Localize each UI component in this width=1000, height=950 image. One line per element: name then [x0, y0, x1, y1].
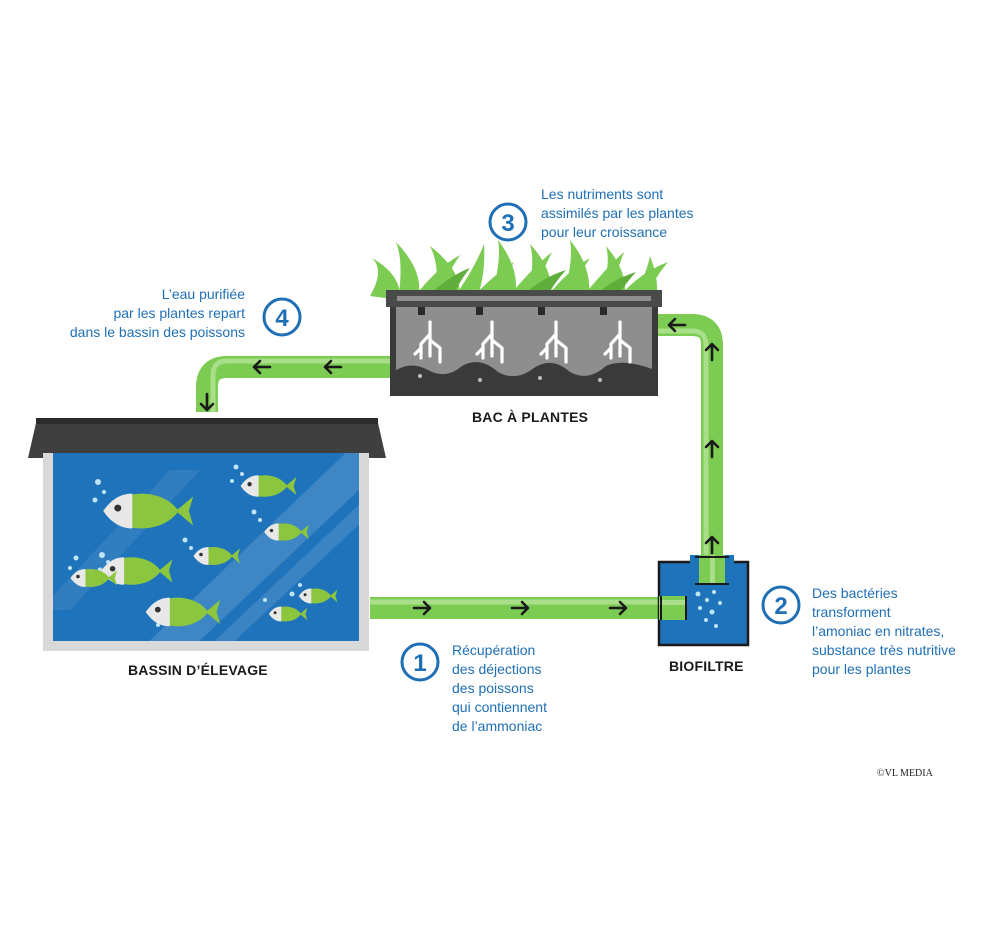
flow-arrows: [199, 317, 720, 616]
arrow-right-icon: [510, 600, 530, 616]
arrow-right-icon: [608, 600, 628, 616]
pipe-plants-to-tank: [196, 356, 390, 412]
bubbles: [68, 464, 302, 627]
step-4-description: L’eau purifiée par les plantes repart da…: [69, 286, 245, 340]
arrow-up-icon: [704, 342, 720, 362]
arrow-left-icon: [667, 317, 687, 333]
step-3-number: 3: [501, 210, 514, 237]
bubbles: [695, 590, 722, 628]
pipe-biofilter-to-plants: [655, 314, 723, 560]
step-3-icon: 3: [488, 202, 528, 242]
step-number-icons: 1 2 3 4: [262, 202, 801, 682]
plant-bed-title: BAC À PLANTES: [472, 409, 589, 425]
step-4-number: 4: [275, 305, 289, 332]
step-2-icon: 2: [761, 585, 801, 625]
step-2-description: Des bactéries transforment l’amoniac en …: [812, 585, 956, 677]
plant-bed-frame: [390, 293, 658, 396]
fish-tank: [28, 418, 386, 651]
arrow-up-icon: [704, 439, 720, 459]
biofilter: [657, 555, 750, 647]
plant-bed: [370, 240, 668, 396]
grass-icon: [370, 240, 668, 300]
step-1-number: 1: [413, 650, 426, 677]
arrow-left-icon: [252, 359, 272, 375]
arrow-left-icon: [323, 359, 343, 375]
arrow-down-icon: [199, 392, 215, 412]
step-2-number: 2: [774, 593, 787, 620]
biofilter-title: BIOFILTRE: [669, 658, 744, 674]
step-3-description: Les nutriments sont assimilés par les pl…: [541, 186, 694, 240]
tank-lid: [28, 423, 386, 458]
image-credit: ©VL MEDIA: [877, 768, 933, 779]
tank-title: BASSIN D’ÉLEVAGE: [128, 662, 268, 678]
step-4-icon: 4: [262, 297, 302, 337]
arrow-right-icon: [412, 600, 432, 616]
step-1-description: Récupération des déjections des poissons…: [452, 642, 547, 734]
arrow-up-icon: [704, 535, 720, 555]
step-1-icon: 1: [400, 642, 440, 682]
